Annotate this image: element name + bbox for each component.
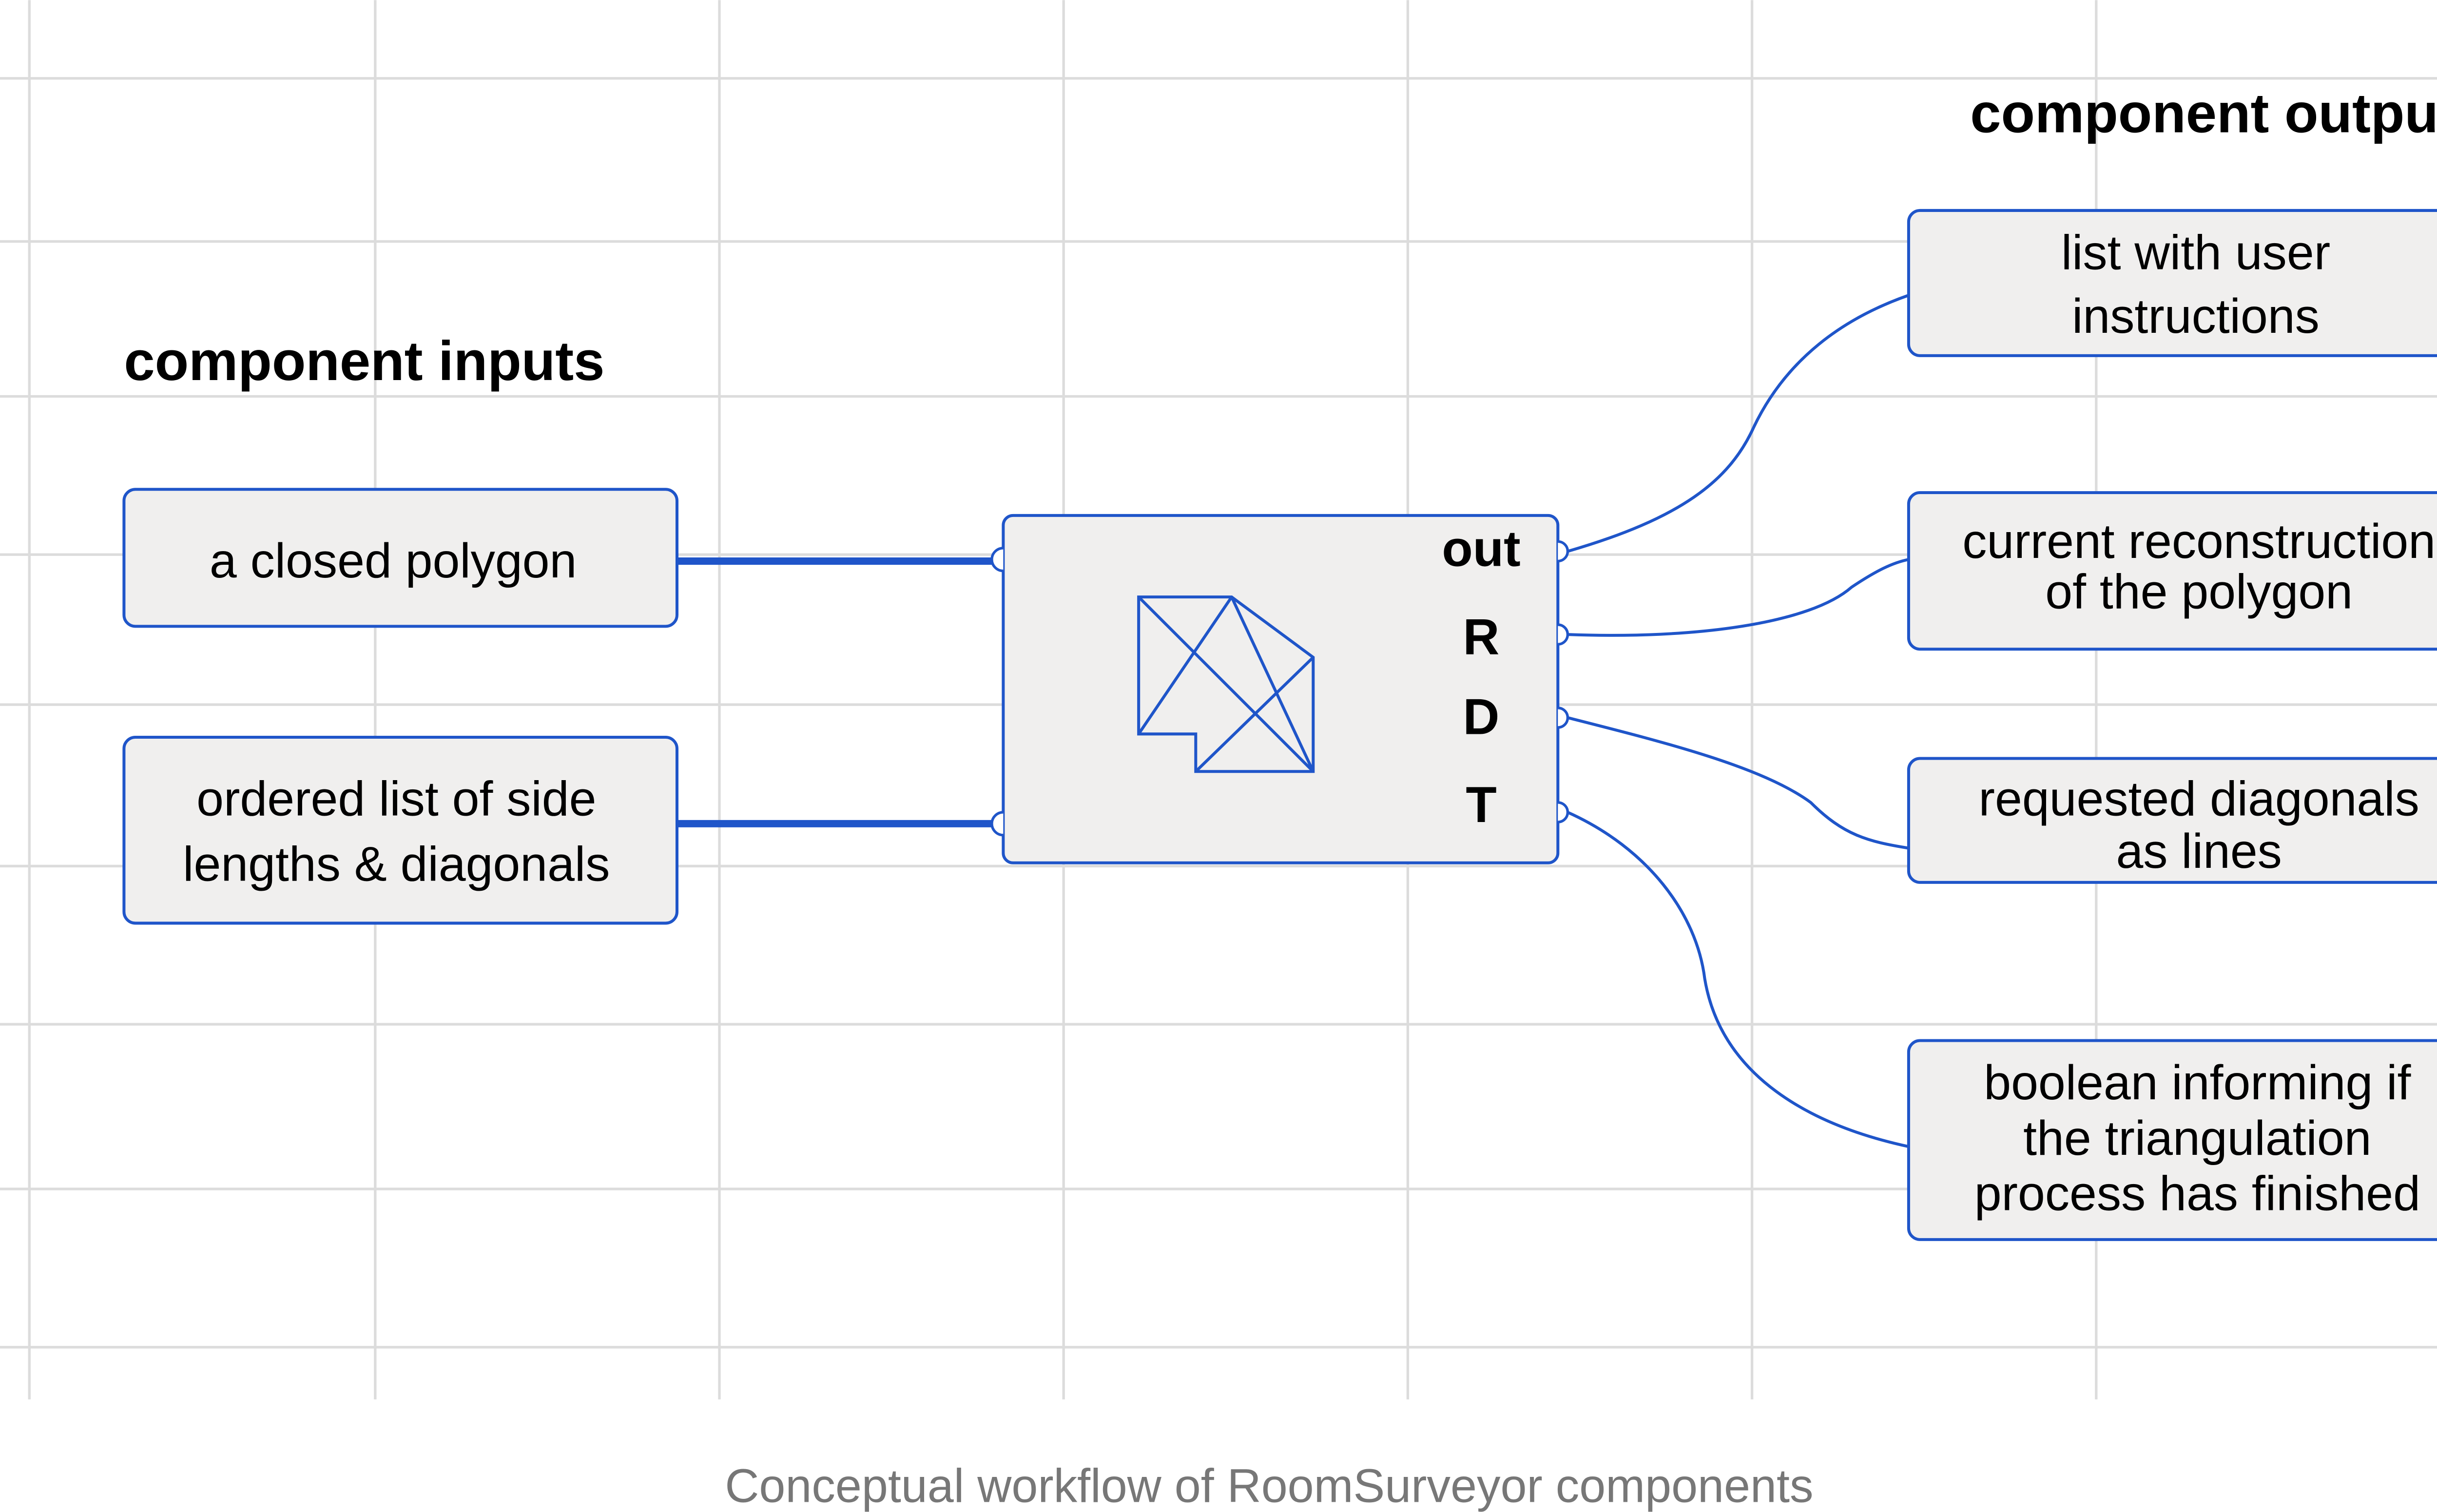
triangulated-polygon-icon: [1137, 595, 1315, 773]
input-closed-polygon-frame[interactable]: [122, 488, 678, 628]
input-side-lengths-diagonals-text: ordered list of side: [196, 772, 596, 826]
input-closed-polygon-text: a closed polygon: [210, 534, 577, 588]
output-polygon-reconstruction-text: current reconstruction: [1962, 514, 2436, 569]
port-label-r: R: [1463, 608, 1500, 665]
output-wire: [1567, 811, 1909, 1148]
outputs-heading: component outputs: [1970, 82, 2437, 144]
output-wire: [1567, 716, 1909, 850]
output-triangulation-finished-frame[interactable]: [1907, 1039, 2437, 1241]
inputs-group: a closed polygon ordered list of side leng…: [122, 488, 678, 925]
output-polygon-reconstruction-text: of the polygon: [2045, 565, 2353, 619]
port-connectors: [990, 540, 1569, 837]
input-side-lengths-diagonals[interactable]: ordered list of side lengths & diagonals: [122, 735, 678, 925]
port-label-out: out: [1442, 520, 1520, 577]
outputs-group: list with user instructions current recons…: [1907, 209, 2437, 1241]
output-requested-diagonals-text: requested diagonals: [1979, 772, 2419, 826]
output-triangulation-finished-text: process has finished: [1974, 1167, 2420, 1221]
output-triangulation-finished-text: the triangulation: [2023, 1111, 2371, 1166]
output-user-instructions[interactable]: list with user instructions: [1907, 209, 2437, 357]
output-wire: [1567, 294, 1909, 553]
output-user-instructions-frame[interactable]: [1907, 209, 2437, 357]
input-side-lengths-diagonals-text: lengths & diagonals: [183, 837, 610, 892]
connectors: [677, 294, 1909, 1148]
port-label-d: D: [1463, 688, 1500, 745]
inputs-heading: component inputs: [124, 330, 604, 392]
output-port-dot[interactable]: [1558, 707, 1569, 729]
output-requested-diagonals-text: as lines: [2116, 824, 2282, 879]
output-user-instructions-text: instructions: [2072, 289, 2320, 344]
input-closed-polygon[interactable]: a closed polygon: [122, 488, 678, 628]
output-polygon-reconstruction-frame[interactable]: [1907, 491, 2437, 651]
output-port-dot[interactable]: [1558, 540, 1569, 563]
output-requested-diagonals-frame[interactable]: [1907, 757, 2437, 884]
output-port-dot[interactable]: [1558, 801, 1569, 823]
input-side-lengths-diagonals-frame[interactable]: [122, 735, 678, 925]
output-wire: [1567, 558, 1909, 637]
output-port-dot[interactable]: [1558, 623, 1569, 646]
output-user-instructions-text: list with user: [2061, 225, 2330, 280]
output-triangulation-finished-text: boolean informing if: [1984, 1055, 2411, 1110]
input-port-dot[interactable]: [990, 811, 1004, 837]
port-label-t: T: [1466, 776, 1496, 833]
figure-caption: Conceptual workflow of RoomSurveyor comp…: [725, 1459, 1813, 1512]
input-port-dot[interactable]: [990, 547, 1004, 573]
